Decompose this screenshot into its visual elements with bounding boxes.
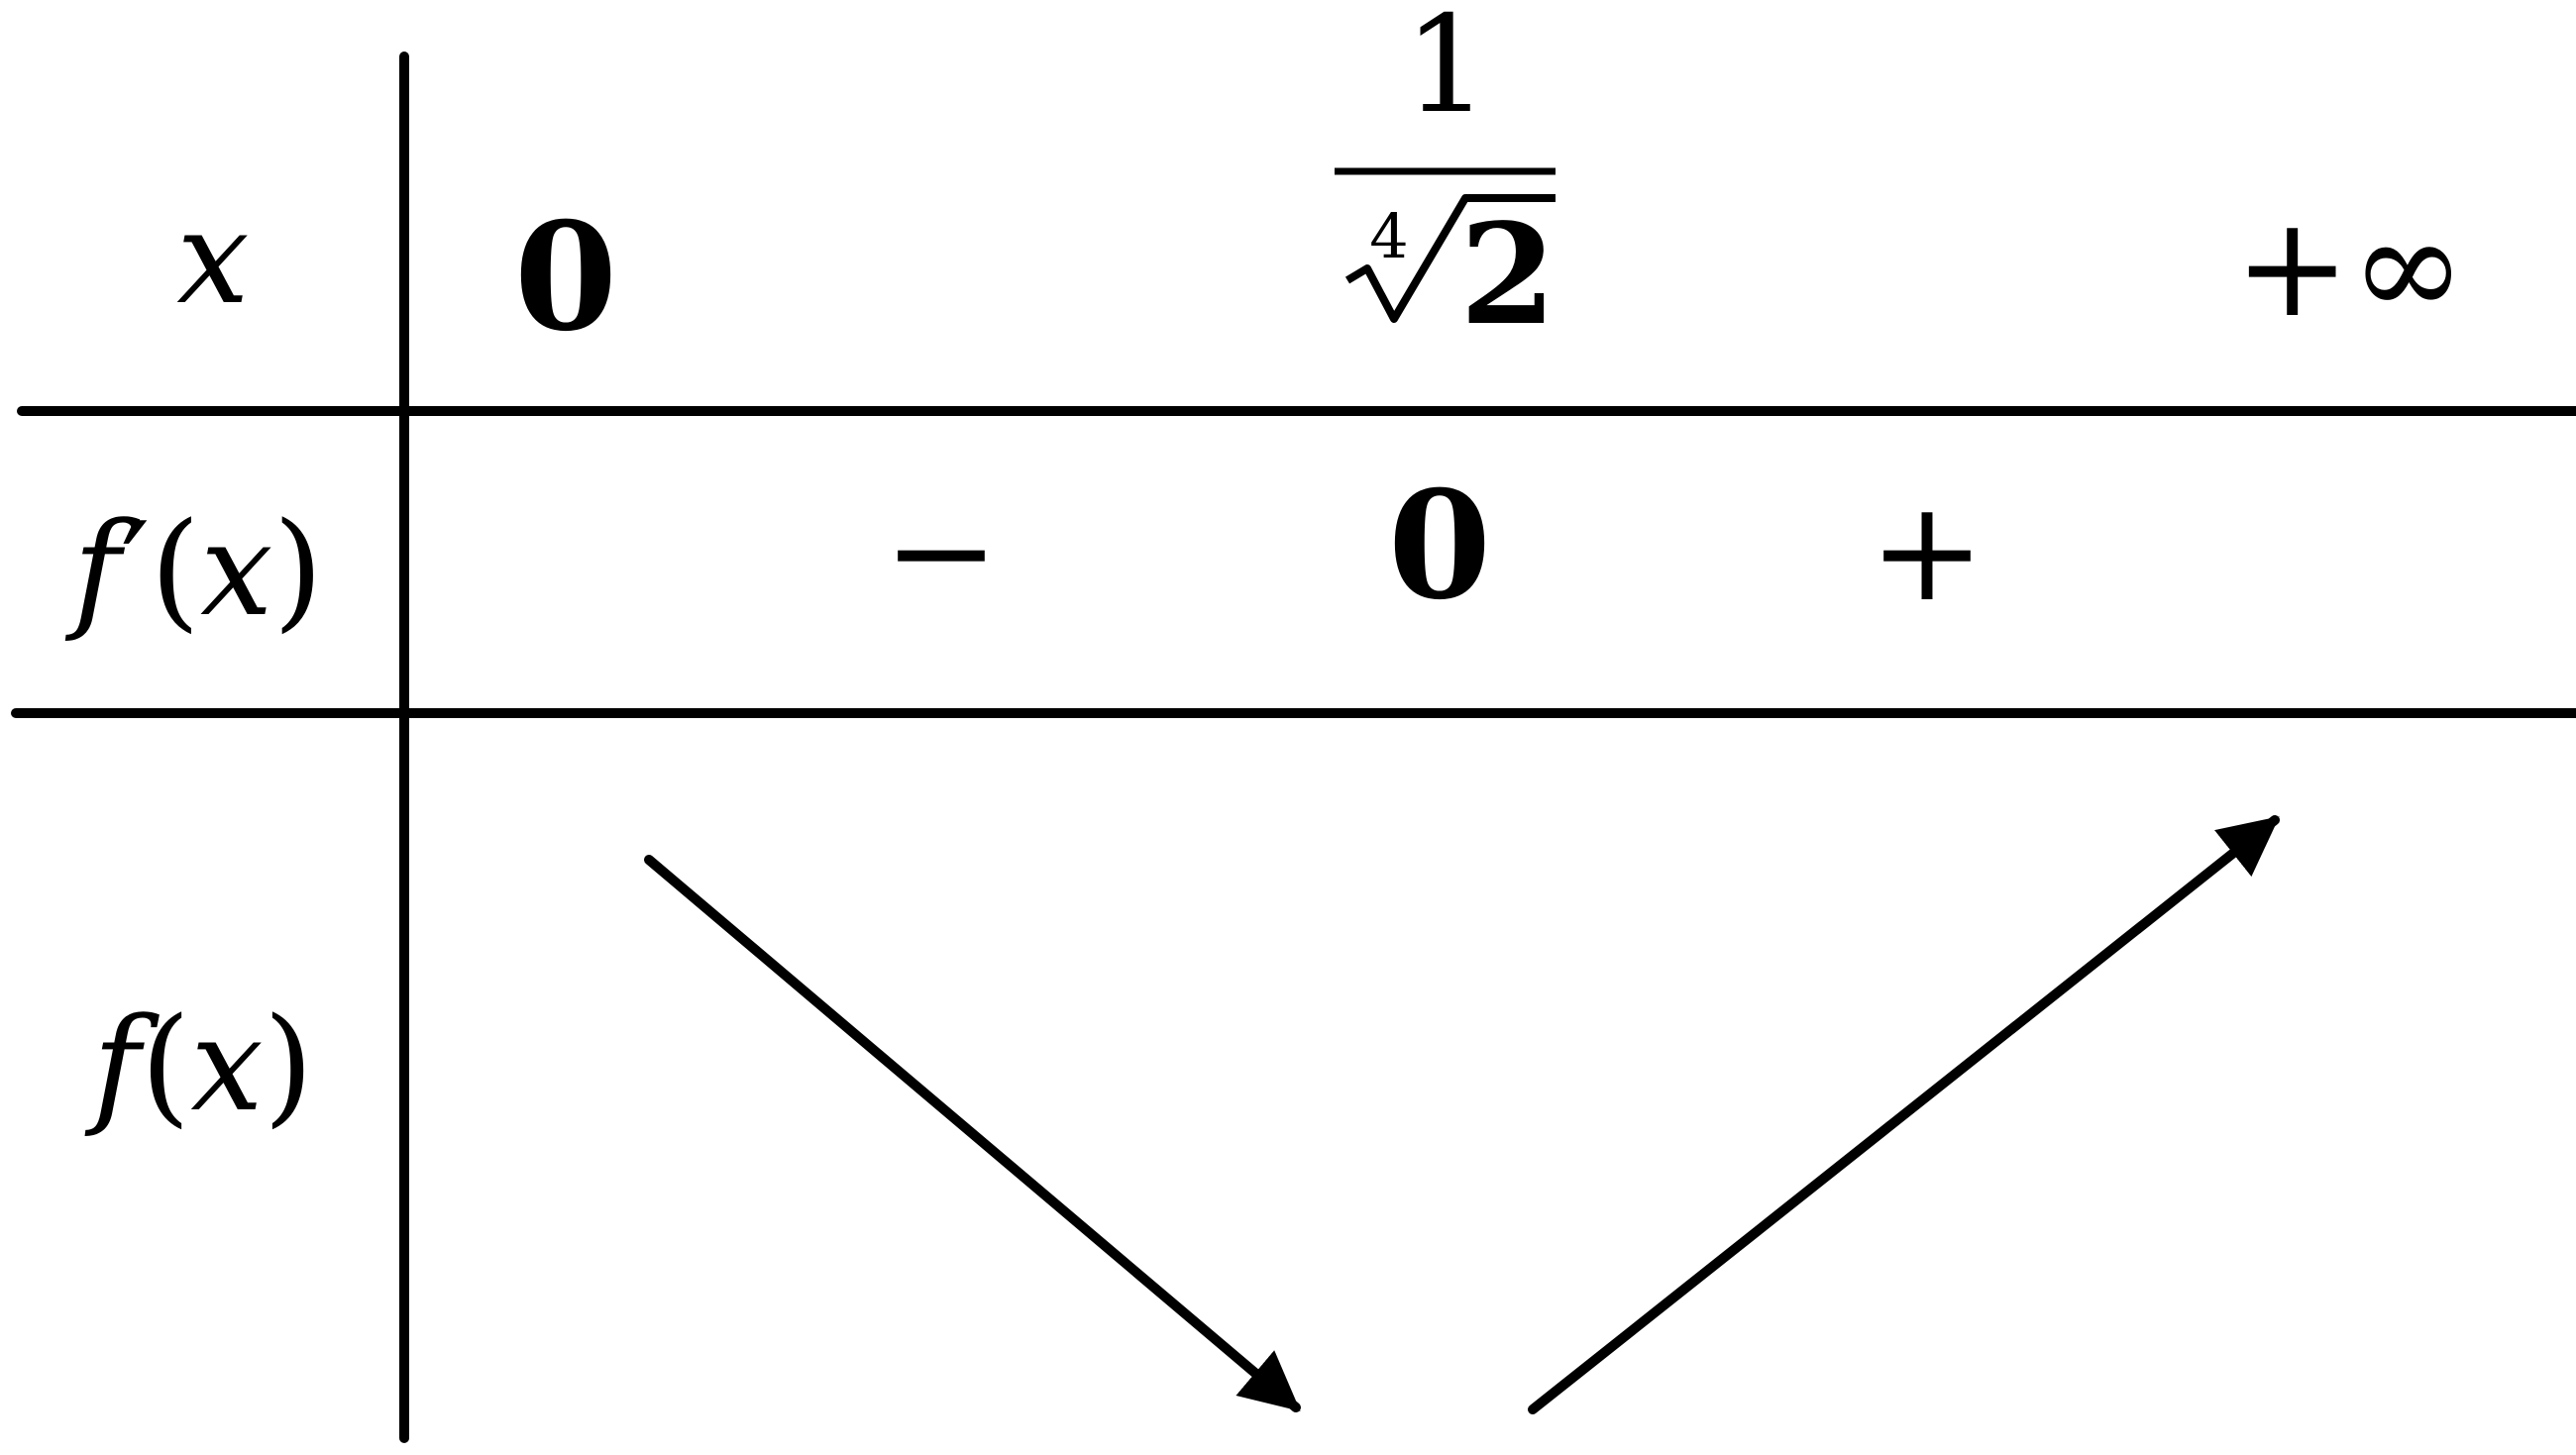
- x-start-value: 0: [514, 190, 617, 364]
- x-row-label: x: [176, 182, 249, 333]
- derivative-sign-left: −: [883, 471, 999, 633]
- derivative-close-paren: ): [272, 494, 323, 645]
- derivative-sign-right: +: [1869, 471, 1985, 633]
- critical-root-index: 4: [1369, 200, 1408, 272]
- function-open-paren: (: [141, 989, 191, 1140]
- decreasing-arrow: [644, 855, 1301, 1412]
- function-row-label: f(x): [85, 989, 314, 1140]
- derivative-variable: x: [200, 494, 272, 645]
- increasing-arrow: [1528, 815, 2280, 1414]
- radical-sign: [1344, 194, 1556, 323]
- function-variable: x: [190, 989, 263, 1140]
- derivative-prime: ′: [121, 494, 151, 645]
- derivative-critical-zero: 0: [1388, 459, 1491, 633]
- critical-point-fraction: 1 4 2: [1335, 0, 1556, 357]
- derivative-open-paren: (: [150, 494, 200, 645]
- function-close-paren: ): [264, 989, 314, 1140]
- derivative-row-label: f′(x): [65, 494, 323, 645]
- critical-radicand: 2: [1459, 194, 1556, 357]
- critical-numerator: 1: [1404, 0, 1489, 143]
- x-end-value: +∞: [2234, 187, 2466, 349]
